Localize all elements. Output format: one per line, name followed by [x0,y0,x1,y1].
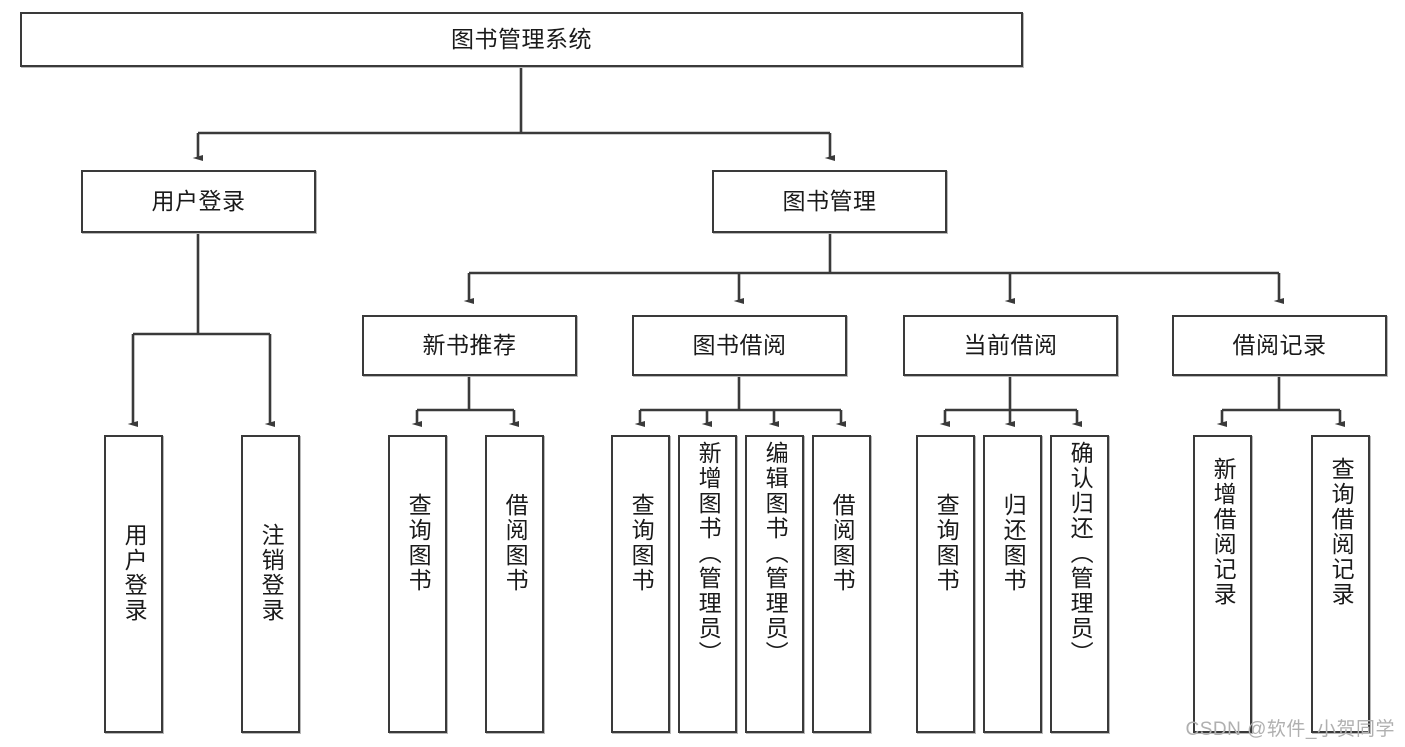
node-label: 借阅图书 [829,493,856,593]
node-label: 借阅图书 [502,493,529,593]
node-label: 查询图书 [933,493,960,593]
node-label: 新增图书（管理员） [695,441,722,666]
node-label: 归还图书 [1000,493,1027,593]
node-label: 查询图书 [405,493,432,593]
node-leaf-query-book-1[interactable]: 查询图书 [388,435,447,733]
node-label: 图书管理 [782,187,877,214]
node-label: 用户登录 [151,187,246,214]
node-leaf-edit-book[interactable]: 编辑图书（管理员） [745,435,804,733]
node-leaf-query-book-2[interactable]: 查询图书 [611,435,670,733]
node-label: 新增借阅记录 [1210,457,1237,607]
node-root-system[interactable]: 图书管理系统 [20,12,1023,67]
node-label: 查询图书 [628,493,655,593]
node-book-manage[interactable]: 图书管理 [712,170,947,233]
node-label: 图书借阅 [692,331,787,358]
node-label: 用户登录 [121,523,148,623]
node-leaf-add-book[interactable]: 新增图书（管理员） [678,435,737,733]
node-label: 借阅记录 [1232,331,1327,358]
node-leaf-add-borrow-record[interactable]: 新增借阅记录 [1193,435,1252,733]
node-label: 查询借阅记录 [1328,457,1355,607]
node-label: 图书管理系统 [451,25,592,52]
node-book-borrow[interactable]: 图书借阅 [632,315,847,376]
node-leaf-confirm-return[interactable]: 确认归还（管理员） [1050,435,1109,733]
node-leaf-logout-login[interactable]: 注销登录 [241,435,300,733]
node-label: 注销登录 [258,523,285,623]
node-label: 当前借阅 [963,331,1058,358]
node-label: 新书推荐 [422,331,517,358]
node-leaf-borrow-book-1[interactable]: 借阅图书 [485,435,544,733]
node-leaf-return-book[interactable]: 归还图书 [983,435,1042,733]
node-label: 确认归还（管理员） [1067,441,1094,666]
node-label: 编辑图书（管理员） [762,441,789,666]
node-user-login[interactable]: 用户登录 [81,170,316,233]
node-leaf-query-book-3[interactable]: 查询图书 [916,435,975,733]
node-leaf-user-login[interactable]: 用户登录 [104,435,163,733]
node-leaf-borrow-book-2[interactable]: 借阅图书 [812,435,871,733]
node-current-borrow[interactable]: 当前借阅 [903,315,1118,376]
node-new-book-recommend[interactable]: 新书推荐 [362,315,577,376]
node-borrow-record[interactable]: 借阅记录 [1172,315,1387,376]
node-leaf-query-borrow-record[interactable]: 查询借阅记录 [1311,435,1370,733]
